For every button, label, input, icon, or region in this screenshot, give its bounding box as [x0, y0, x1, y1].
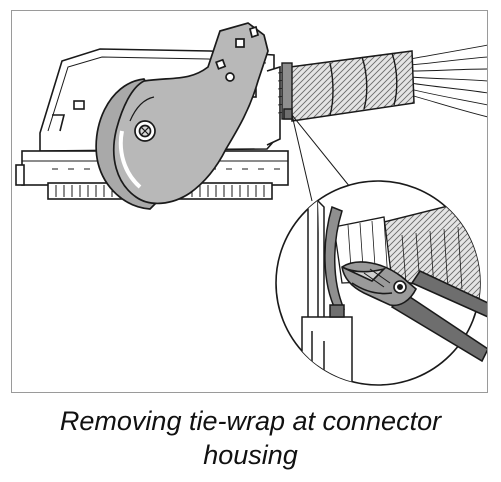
tie-wrap — [281, 62, 293, 120]
connector-illustration — [15, 22, 487, 386]
detail-leader-lines — [291, 114, 351, 202]
wire-cutter — [341, 261, 487, 363]
cable-bundle — [277, 44, 487, 122]
ejector-lever — [95, 22, 269, 210]
figure-caption: Removing tie-wrap at connector housing — [0, 404, 501, 472]
illustration-frame — [11, 10, 488, 393]
caption-line-2: housing — [203, 440, 298, 470]
caption-line-1: Removing tie-wrap at connector — [59, 406, 442, 436]
